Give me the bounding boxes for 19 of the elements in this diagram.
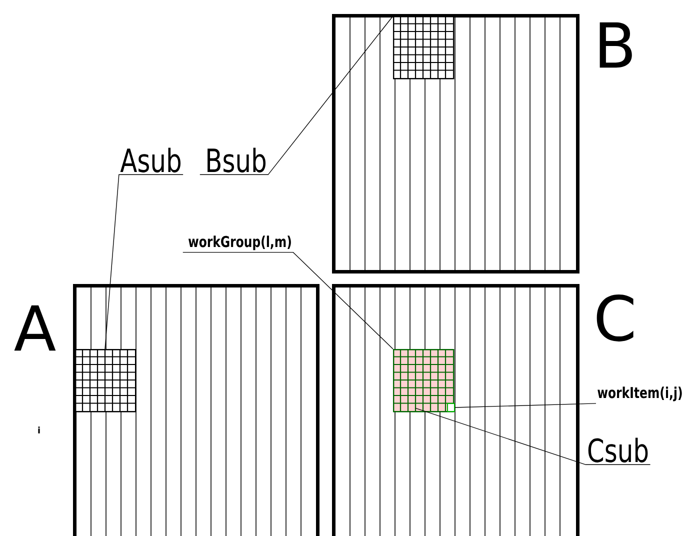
callout-text: Csub [588, 438, 648, 462]
callout-text: Bsub [208, 148, 266, 172]
node-label: A [14, 305, 56, 351]
leader-line [200, 16, 394, 175]
leader-line [182, 252, 394, 350]
node-label: B [600, 22, 632, 68]
cell [447, 403, 455, 412]
leader-line [104, 174, 184, 350]
leader-line [415, 408, 651, 466]
callout-text: workItem(i,j) [598, 386, 682, 402]
callout-text: Asub [120, 148, 180, 172]
tile-grid [75, 349, 136, 412]
matrix: B [332, 14, 632, 274]
callout-text: workGroup(l,m) [188, 236, 291, 250]
tile-grid [393, 16, 454, 80]
leader-line [454, 403, 596, 408]
node-label: C [596, 294, 634, 342]
tile-grid [393, 349, 454, 412]
axis-label: i [38, 426, 40, 434]
